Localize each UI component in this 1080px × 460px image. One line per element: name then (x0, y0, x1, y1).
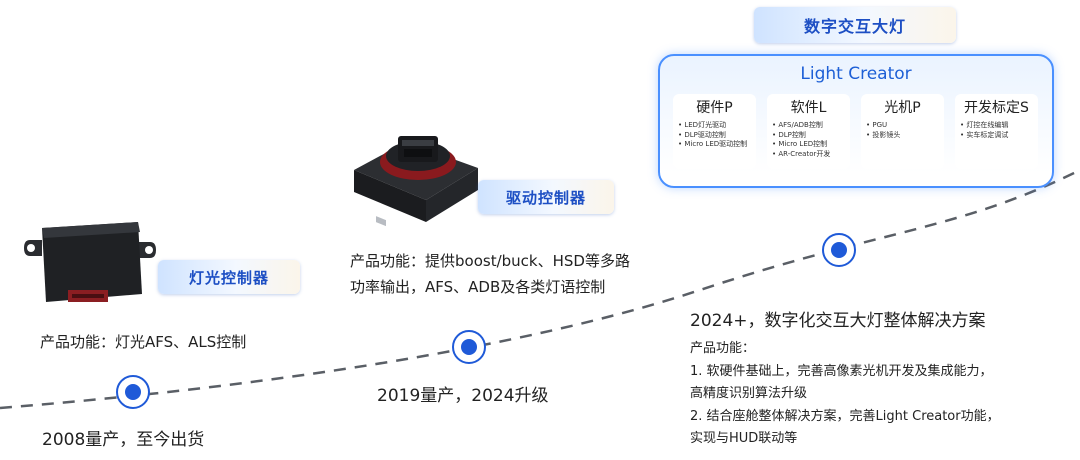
card-software-item: DLP控制 (772, 131, 830, 141)
card-software-item: Micro LED控制 (772, 140, 830, 150)
drive-controller-function-line1: 产品功能：提供boost/buck、HSD等多路 (350, 252, 630, 270)
function-line: 2. 结合座舱整体解决方案，完善Light Creator功能， (690, 408, 1000, 424)
card-hardware-item: DLP驱动控制 (678, 131, 747, 141)
card-optics-title: 光机P (884, 100, 921, 116)
function-label: 产品功能： (690, 341, 756, 356)
drive-controller-function-line2: 功率输出，AFS、ADB及各类灯语控制 (350, 278, 606, 296)
function-line: 高精度识别算法升级 (690, 386, 808, 401)
card-software-title: 软件L (790, 100, 827, 116)
lamp-controller-function: 产品功能：灯光AFS、ALS控制 (40, 333, 247, 351)
card-software: 软件L AFS/ADB控制 DLP控制 Micro LED控制 AR-Creat… (767, 94, 850, 169)
card-optics: 光机P PGU 投影镜头 (861, 94, 944, 169)
lamp-controller-tag: 灯光控制器 (158, 260, 300, 294)
digital-headlamp-tag: 数字交互大灯 (754, 7, 956, 43)
card-calibration-title: 开发标定S (964, 100, 1029, 116)
light-creator-title: Light Creator (800, 64, 912, 84)
function-line: 1. 软硬件基础上，完善高像素光机开发及集成能力， (690, 363, 993, 379)
card-calibration: 开发标定S 灯控在线编辑 实车标定调试 (955, 94, 1038, 169)
drive-controller-tag: 驱动控制器 (478, 180, 614, 214)
card-optics-item: PGU (866, 121, 900, 131)
digital-headlamp-function: 产品功能： 1. 软硬件基础上，完善高像素光机开发及集成能力， 高精度识别算法升… (690, 338, 1000, 451)
light-creator-panel: Light Creator 硬件P LED灯光驱动 DLP驱动控制 Micro … (658, 54, 1054, 188)
card-software-item: AFS/ADB控制 (772, 121, 830, 131)
drive-controller-image (354, 136, 478, 227)
drive-controller-year: 2019量产，2024升级 (377, 386, 549, 406)
milestone-2008-marker (116, 375, 150, 409)
digital-headlamp-heading: 2024+，数字化交互大灯整体解决方案 (690, 311, 986, 331)
card-hardware-item: LED灯光驱动 (678, 121, 747, 131)
card-calibration-item: 实车标定调试 (960, 131, 1008, 141)
card-optics-item: 投影镜头 (866, 131, 900, 141)
card-hardware-title: 硬件P (696, 100, 733, 116)
card-software-item: AR-Creator开发 (772, 150, 830, 160)
card-hardware: 硬件P LED灯光驱动 DLP驱动控制 Micro LED驱动控制 (673, 94, 756, 169)
card-hardware-item: Micro LED驱动控制 (678, 140, 747, 150)
lamp-controller-year: 2008量产，至今出货 (42, 430, 205, 450)
function-line: 实现与HUD联动等 (690, 431, 798, 446)
card-calibration-item: 灯控在线编辑 (960, 121, 1008, 131)
milestone-2024-marker (822, 233, 856, 267)
milestone-2019-marker (452, 330, 486, 364)
lamp-controller-image (24, 222, 156, 302)
